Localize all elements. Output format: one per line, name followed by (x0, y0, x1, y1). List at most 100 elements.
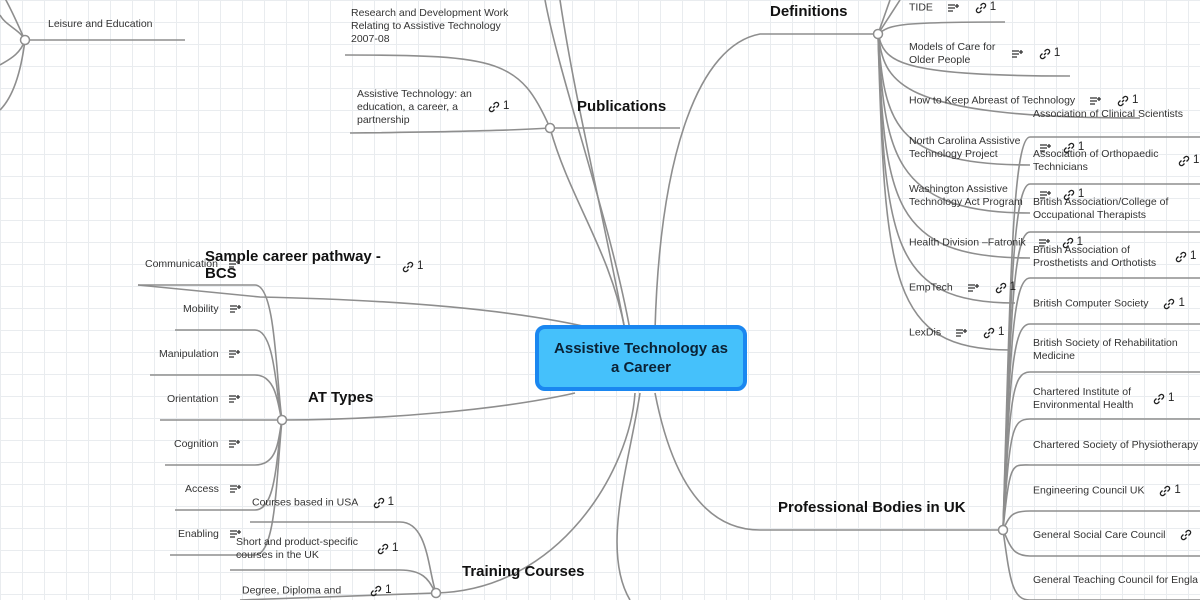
body-item[interactable]: Chartered Society of Physiotherapy (1033, 439, 1198, 452)
link-icon (1039, 48, 1051, 59)
note-icon (229, 395, 241, 403)
body-item[interactable]: British Computer Society 1 (1033, 297, 1185, 310)
note-icon (229, 350, 241, 358)
definition-item[interactable]: North Carolina Assistive Technology Proj… (909, 135, 1034, 161)
link-count: 1 (1178, 297, 1185, 309)
body-label: Chartered Society of Physiotherapy (1033, 439, 1199, 451)
at-type-label: Mobility (183, 303, 219, 315)
node-connector (872, 28, 884, 40)
edge-root-training (435, 392, 636, 594)
link-count: 1 (1174, 484, 1181, 496)
definition-item[interactable]: Washington Assistive Technology Act Prog… (909, 183, 1034, 209)
link-count: 1 (1077, 188, 1085, 200)
root-topic[interactable]: Assistive Technology as a Career (535, 325, 747, 391)
definition-item[interactable]: Health Division –Fatronik 1 (909, 236, 1083, 249)
publication-item[interactable]: Research and Development Work Relating t… (351, 7, 521, 46)
link-count: 1 (503, 100, 510, 112)
body-item[interactable]: Association of Clinical Scientists (1033, 108, 1183, 121)
body-item[interactable]: Engineering Council UK 1 (1033, 484, 1181, 497)
link-icon (1181, 530, 1192, 541)
definition-label: How to Keep Abreast of Technology (909, 94, 1076, 107)
at-type-label: Manipulation (159, 348, 219, 360)
definition-label: EmpTech (909, 281, 953, 294)
body-item[interactable]: British Society of Rehabilitation Medici… (1033, 337, 1193, 363)
link-count: 1 (1193, 154, 1200, 166)
at-type-item[interactable]: Access (185, 483, 242, 496)
at-type-item[interactable]: Communication (145, 258, 241, 271)
body-label: General Teaching Council for Engla (1033, 574, 1198, 586)
edge-root-publications (549, 127, 626, 331)
training-item[interactable]: Degree, Diploma and 1 (242, 584, 392, 597)
body-item[interactable]: British Association/College of Occupatio… (1033, 196, 1188, 222)
topic-career-pathway[interactable]: Sample career pathway - BCS (205, 248, 405, 282)
node-connector (19, 34, 31, 46)
node-connector (997, 524, 1009, 536)
body-link: 1 (1178, 154, 1199, 167)
topic-at-types[interactable]: AT Types (308, 389, 374, 406)
publication-link[interactable]: 1 (488, 100, 509, 113)
note-icon (229, 305, 241, 313)
body-item[interactable]: Chartered Institute of Environmental Hea… (1033, 386, 1148, 412)
definition-label: Washington Assistive Technology Act Prog… (909, 183, 1023, 208)
topic-publications[interactable]: Publications (577, 98, 667, 115)
link-icon (1160, 485, 1171, 496)
link-icon (995, 282, 1006, 293)
training-label: Courses based in USA (252, 496, 358, 509)
body-label: Association of Clinical Scientists (1033, 108, 1183, 120)
body-item[interactable]: General Social Care Council (1033, 529, 1192, 542)
definition-meta: 1 (1040, 141, 1084, 154)
at-type-label: Communication (145, 258, 218, 270)
body-label: General Social Care Council (1033, 529, 1166, 541)
topic-career-pathway-label: Sample career pathway - BCS (205, 248, 381, 282)
definition-item[interactable]: LexDis 1 (909, 326, 1004, 339)
career-pathway-link[interactable]: 1 (402, 260, 423, 273)
link-icon (975, 2, 986, 13)
topic-training-courses[interactable]: Training Courses (462, 563, 585, 580)
node-connector (276, 414, 288, 426)
link-count: 1 (392, 542, 399, 554)
edge-root-attypes (281, 392, 576, 421)
training-link: 1 (377, 542, 398, 555)
training-item[interactable]: Courses based in USA 1 (252, 496, 394, 509)
node-connector (544, 122, 556, 134)
training-item[interactable]: Short and product-specific courses in th… (236, 536, 366, 562)
topic-professional-bodies[interactable]: Professional Bodies in UK (778, 499, 966, 516)
at-type-item[interactable]: Cognition (174, 438, 241, 451)
definition-item[interactable]: How to Keep Abreast of Technology 1 (909, 94, 1138, 107)
note-icon (967, 283, 979, 292)
link-count: 1 (1190, 250, 1197, 262)
note-icon (1040, 190, 1051, 199)
at-type-item[interactable]: Orientation (167, 393, 241, 406)
link-icon (1063, 189, 1075, 200)
link-count: 1 (1077, 141, 1085, 153)
link-icon (1153, 393, 1165, 404)
link-icon (370, 585, 382, 596)
link-count: 1 (1009, 281, 1017, 293)
leisure-education-node[interactable]: Leisure and Education (48, 18, 153, 30)
training-label: Short and product-specific courses in th… (236, 536, 358, 561)
topic-definitions[interactable]: Definitions (770, 3, 848, 20)
at-type-item[interactable]: Mobility (183, 303, 242, 316)
link-icon (1175, 251, 1187, 262)
link-icon (488, 101, 500, 112)
body-label: British Society of Rehabilitation Medici… (1033, 337, 1178, 362)
note-icon (956, 328, 968, 337)
definition-item[interactable]: EmpTech 1 (909, 281, 1016, 294)
edge-root-bodies (654, 392, 1003, 531)
definition-label: TIDE (909, 1, 933, 14)
note-icon (228, 260, 240, 268)
note-icon (947, 3, 959, 12)
publication-label: Research and Development Work Relating t… (351, 7, 509, 45)
definition-item[interactable]: TIDE 1 (909, 1, 996, 14)
at-type-item[interactable]: Manipulation (159, 348, 241, 361)
publication-item[interactable]: Assistive Technology: an education, a ca… (357, 88, 482, 127)
definition-item[interactable]: Models of Care for Older People (909, 41, 1009, 67)
body-item[interactable]: Association of Orthopaedic Technicians (1033, 148, 1163, 174)
body-item[interactable]: General Teaching Council for Engla (1033, 574, 1198, 587)
link-count: 1 (417, 260, 424, 272)
link-count: 1 (1132, 94, 1139, 106)
body-item[interactable]: British Association of Prosthetists and … (1033, 244, 1173, 270)
node-connector (430, 587, 442, 599)
link-icon (377, 543, 389, 554)
at-type-item[interactable]: Enabling (178, 528, 242, 541)
